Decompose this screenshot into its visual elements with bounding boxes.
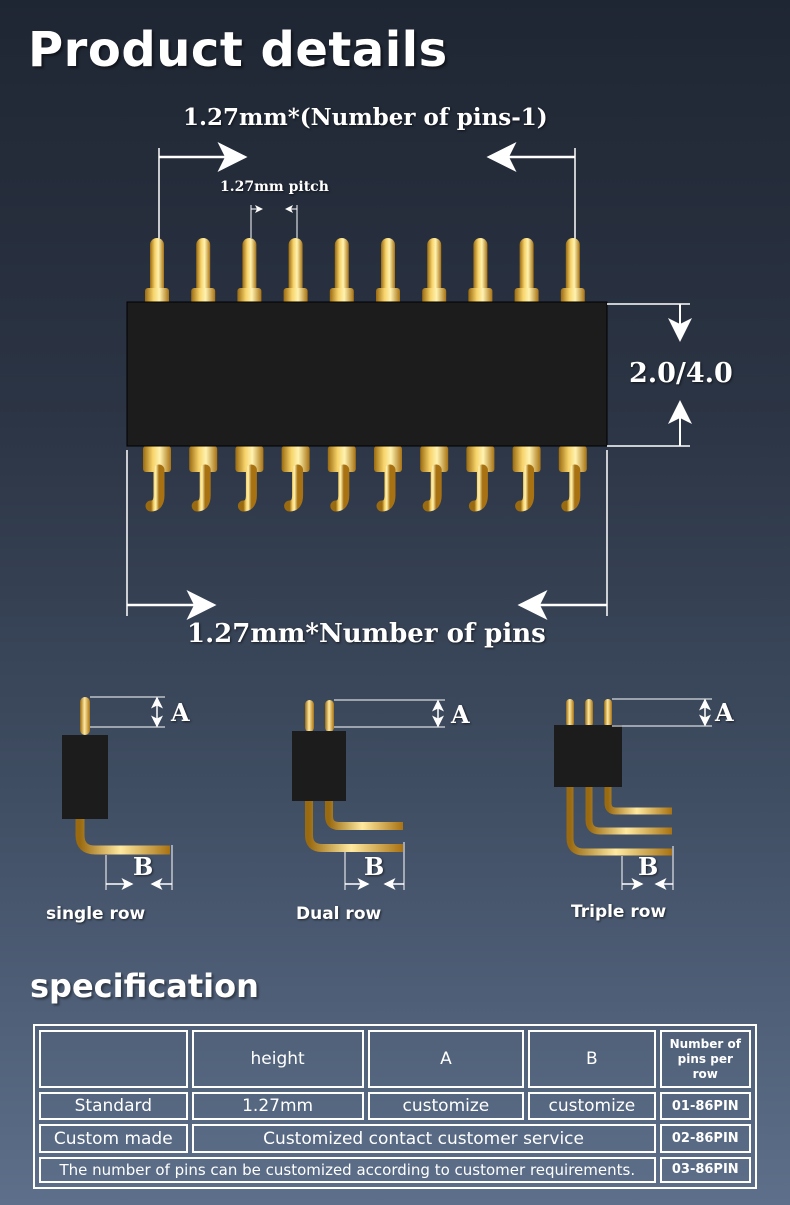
table-header-row: height A B Number of pins per row [39, 1030, 751, 1089]
single-row-b-label: B [133, 852, 154, 881]
bottom-pin-tail [145, 464, 165, 512]
specification-table: height A B Number of pins per row Standa… [33, 1024, 757, 1189]
table-cell: 1.27mm [191, 1092, 364, 1121]
top-pin [565, 238, 580, 298]
triple-row-a-label: A [715, 698, 734, 727]
top-pin [519, 238, 534, 298]
table-row: Custom made Customized contact customer … [39, 1124, 751, 1153]
top-pin-collar [283, 288, 308, 304]
table-row: The number of pins can be customized acc… [39, 1156, 751, 1183]
table-cell: The number of pins can be customized acc… [39, 1156, 656, 1183]
bottom-pin-barrel [281, 446, 310, 472]
bottom-pin-tail [561, 464, 581, 512]
page-title: Product details [28, 22, 448, 78]
bottom-pin-barrel [189, 446, 218, 472]
top-pin [473, 238, 488, 298]
top-pin [427, 238, 442, 298]
top-pins [145, 238, 585, 304]
top-pin [150, 238, 164, 298]
bottom-pin-barrel [327, 446, 356, 472]
bottom-pin-barrel [143, 446, 171, 472]
top-pin-collar [376, 288, 400, 304]
triple-row-drawing [554, 698, 712, 890]
table-cell: customize [367, 1092, 525, 1121]
top-pin-collar [191, 288, 216, 304]
table-cell: 03-86PIN [659, 1156, 751, 1183]
triple-row-caption: Triple row [571, 902, 667, 922]
bottom-pin-tail [191, 464, 211, 512]
bottom-pin-barrel [466, 446, 495, 472]
top-dimension-label: 1.27mm*(Number of pins-1) [183, 104, 548, 131]
single-row-drawing [62, 696, 173, 890]
top-pin [242, 238, 257, 298]
top-pin [196, 238, 211, 298]
bottom-dimension-label: 1.27mm*Number of pins [187, 619, 546, 649]
bottom-pin-barrel [235, 446, 264, 472]
dual-row-a-label: A [451, 700, 470, 729]
insulator-body [126, 301, 608, 447]
table-row: Standard 1.27mm customize customize 01-8… [39, 1092, 751, 1121]
bottom-pin-tail [468, 464, 488, 512]
dual-row-caption: Dual row [296, 904, 382, 924]
top-pin-collar [514, 288, 539, 304]
specification-title: specification [30, 967, 259, 1005]
dual-row-b-label: B [364, 852, 385, 881]
table-cell: 01-86PIN [659, 1092, 751, 1121]
top-pin-collar [145, 288, 169, 304]
pitch-label: 1.27mm pitch [220, 179, 329, 195]
bottom-pin-tail [330, 464, 350, 512]
header-cell: height [191, 1030, 364, 1089]
top-pin-collar [237, 288, 262, 304]
row-label: Custom made [39, 1124, 188, 1153]
row-label: Standard [39, 1092, 188, 1121]
header-cell: A [367, 1030, 525, 1089]
top-pin-collar [422, 288, 447, 304]
bottom-pin-barrel [558, 446, 587, 472]
top-pin-collar [329, 288, 354, 304]
table-cell: Customized contact customer service [191, 1124, 656, 1153]
top-pin-collar [560, 288, 585, 304]
bottom-pin-tail [376, 464, 396, 512]
bottom-pin-barrel [512, 446, 541, 472]
variant-diagrams [62, 696, 712, 890]
height-dimension-label: 2.0/4.0 [629, 358, 733, 389]
header-cell: B [528, 1030, 656, 1089]
single-row-caption: single row [46, 904, 146, 924]
bottom-pins [143, 446, 587, 512]
top-pin [381, 238, 395, 298]
table-cell: 02-86PIN [659, 1124, 751, 1153]
bottom-pin-tail [237, 464, 257, 512]
bottom-pin-barrel [420, 446, 449, 472]
bottom-pin-barrel [374, 446, 402, 472]
table-cell: customize [528, 1092, 656, 1121]
top-pin [334, 238, 349, 298]
triple-row-b-label: B [638, 852, 659, 881]
header-cell: Number of pins per row [659, 1030, 751, 1089]
top-pin [288, 238, 303, 298]
single-row-a-label: A [171, 698, 190, 727]
header-cell [39, 1030, 188, 1089]
bottom-pin-tail [284, 464, 304, 512]
bottom-pin-tail [422, 464, 442, 512]
dual-row-drawing [292, 699, 445, 890]
bottom-pin-tail [515, 464, 535, 512]
top-pin-collar [468, 288, 493, 304]
pin-header-diagram [126, 142, 692, 620]
